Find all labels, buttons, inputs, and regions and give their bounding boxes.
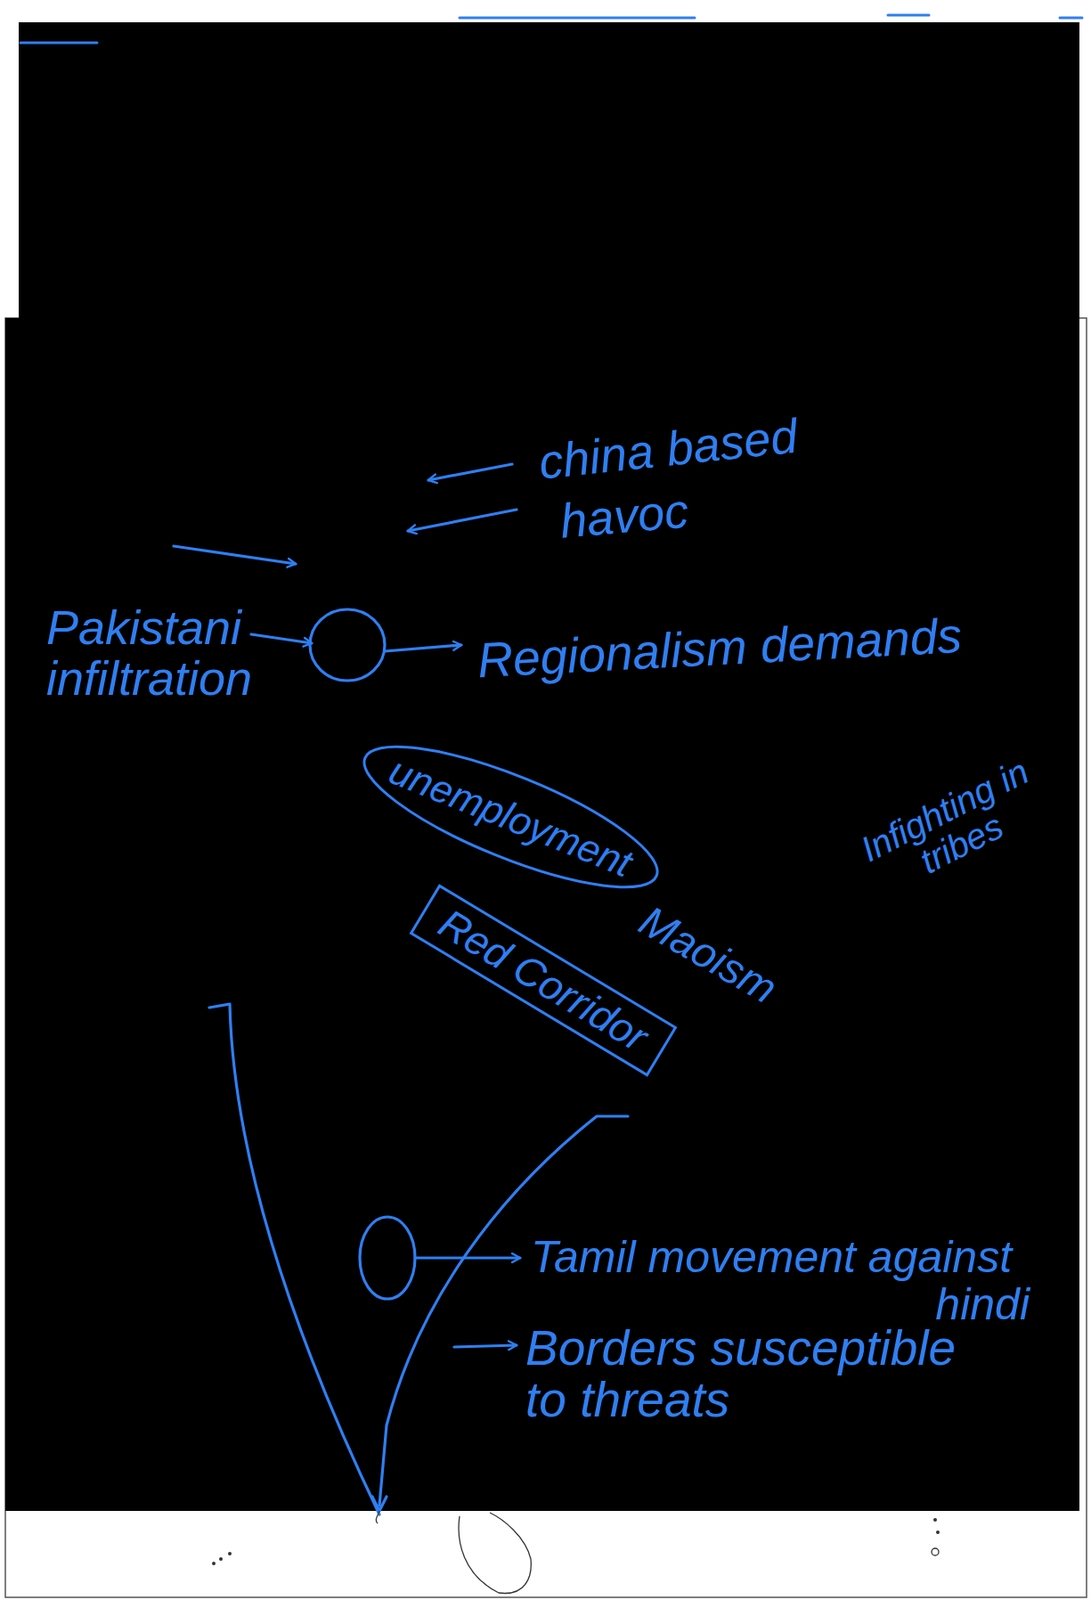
black-overlay [5, 317, 20, 1511]
island-dots [211, 1517, 940, 1565]
underline-marks [20, 15, 1083, 43]
island-dot [211, 1561, 216, 1565]
arrow [251, 634, 312, 644]
base-map [375, 1510, 939, 1593]
underline [887, 14, 929, 17]
island-dot [931, 1547, 939, 1556]
coast-line [375, 1510, 380, 1523]
arrow [173, 545, 296, 564]
annotation-label: Infighting in tribes [844, 746, 1061, 906]
annotation-label: Borders susceptible to threats [525, 1322, 989, 1426]
island-outline [458, 1512, 531, 1593]
node-text: unemployment [383, 749, 638, 885]
annotation-label: Tamil movement against hindi [530, 1233, 1030, 1328]
node-text: Red Corridor [431, 900, 656, 1059]
peninsula-tip [372, 1496, 387, 1511]
underline [459, 16, 695, 20]
ellipse-outline [349, 719, 672, 914]
island-dot [933, 1517, 937, 1522]
arrow [428, 464, 513, 481]
annotation-label: Maoism [632, 897, 785, 1012]
arrow [454, 1344, 517, 1347]
island-dot [219, 1556, 223, 1561]
peninsula-outline [209, 1003, 380, 1515]
arrow [384, 644, 462, 652]
peninsula-outline [379, 1115, 628, 1506]
annotation-label: Pakistani infiltration [46, 602, 287, 703]
black-overlay [18, 22, 1080, 1511]
island-dot [227, 1551, 232, 1556]
arrow [415, 1255, 521, 1259]
region-circle [359, 1216, 416, 1299]
annotation-label: havoc [558, 484, 692, 546]
annotation-label: china based [536, 410, 800, 489]
arrow [407, 509, 517, 531]
underline [1059, 16, 1083, 20]
ellipse-node: unemployment [347, 717, 675, 917]
annotation-label: Regionalism demands [476, 610, 963, 687]
underline [20, 41, 98, 45]
region-circle [309, 609, 385, 681]
boxed-node: Red Corridor [409, 883, 678, 1076]
island-dot [936, 1530, 940, 1534]
